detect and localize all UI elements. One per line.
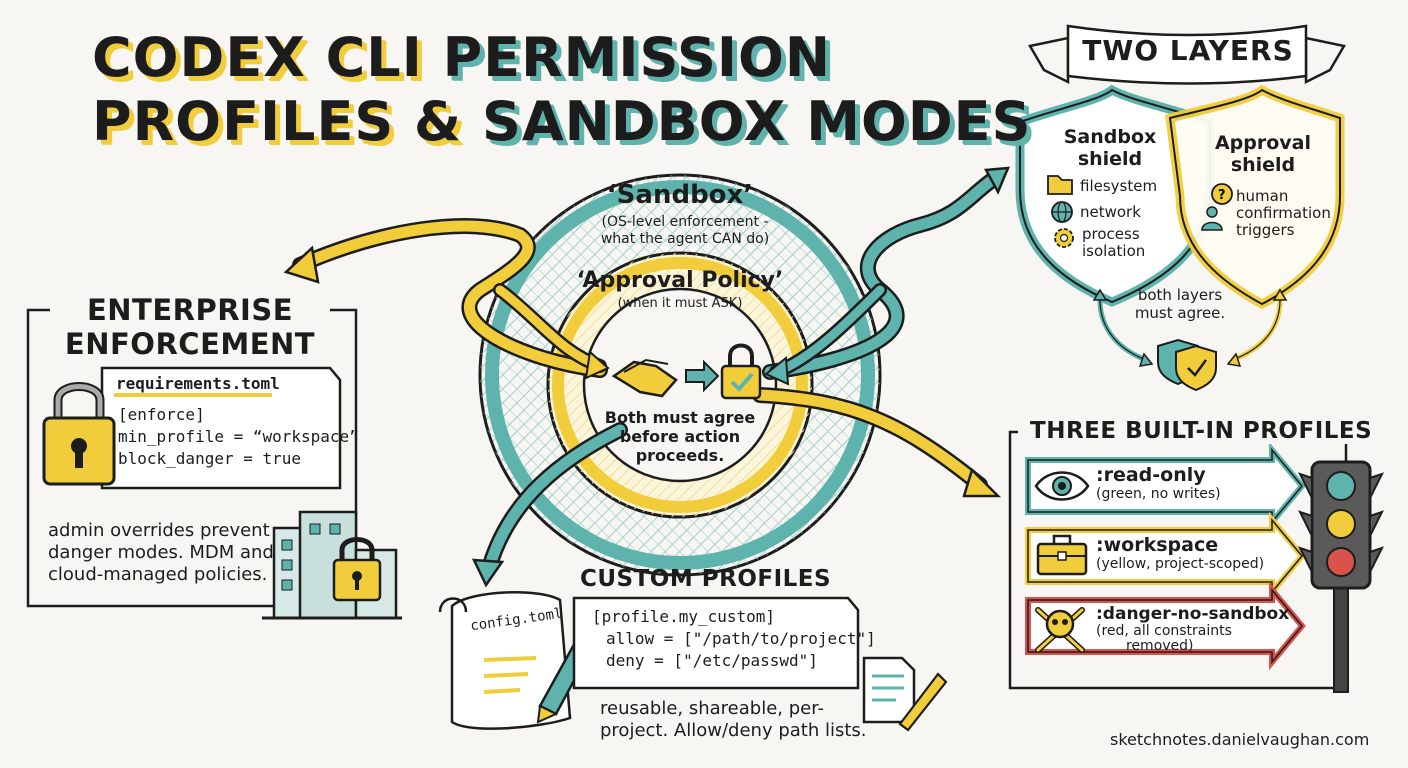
traffic-light-icon — [1298, 460, 1384, 693]
approval-item: confirmation — [1236, 204, 1331, 222]
custom-profiles-title: CUSTOM PROFILES — [580, 566, 832, 592]
enterprise-note: admin overrides prevent danger modes. MD… — [48, 520, 274, 586]
approval-item: triggers — [1236, 221, 1295, 239]
title-part-sandbox-modes: SANDBOX MODES — [481, 90, 1032, 153]
scroll-icon — [438, 591, 572, 730]
sandbox-shield-title: Sandbox shield — [1045, 126, 1175, 170]
arrow-to-enterprise — [283, 218, 608, 378]
profile-danger-text: :danger-no-sandbox (red, all constraints… — [1096, 604, 1289, 654]
globe-icon — [1051, 201, 1073, 223]
person-icon — [1201, 206, 1223, 231]
requirements-filename: requirements.toml — [116, 374, 280, 393]
handshake-icon — [611, 358, 678, 398]
profile-read-only-text: :read-only (green, no writes) — [1096, 464, 1221, 502]
skull-crossbones-icon — [1035, 607, 1085, 653]
agree-line: must agree. — [1134, 304, 1226, 322]
custom-note: reusable, shareable, per- project. Allow… — [600, 698, 867, 742]
svg-text:?: ? — [1218, 188, 1226, 203]
eye-icon — [1034, 471, 1090, 501]
arrow-into-center-left — [493, 283, 610, 380]
title-part-profiles: PROFILES & — [92, 90, 463, 153]
note-line: project. Allow/deny path lists. — [600, 720, 867, 741]
approval-label: ‘Approval Policy’ — [576, 268, 784, 293]
title-part-codex: CODEX CLI — [92, 26, 423, 89]
arrow-to-custom — [471, 422, 628, 588]
question-bubble-icon: ? — [1211, 183, 1233, 205]
approval-ring — [546, 251, 814, 519]
sandbox-item-process-line: isolation — [1082, 242, 1146, 260]
gear-icon — [1054, 228, 1074, 248]
approval-item: human — [1236, 187, 1289, 205]
center-text-line: before action — [619, 427, 741, 446]
code-line: [profile.my_custom] — [592, 607, 776, 626]
code-line: [enforce] — [118, 405, 205, 424]
agree-text: both layers must agree. — [1120, 286, 1240, 322]
sandbox-item-process: process isolation — [1082, 226, 1145, 260]
mini-shields-icon — [1157, 338, 1217, 392]
profile-desc-cont: removed) — [1126, 638, 1194, 654]
sandbox-item-filesystem: filesystem — [1080, 177, 1158, 195]
custom-code-box — [572, 596, 860, 690]
center-text-line: proceeds. — [635, 446, 725, 465]
title-part-permission: PERMISSION — [442, 26, 832, 89]
approval-shield-title: Approval shield — [1198, 132, 1328, 176]
profile-name: :danger-no-sandbox — [1096, 604, 1290, 624]
center-text-line: Both must agree — [604, 408, 756, 427]
note-line: danger modes. MDM and — [48, 542, 274, 563]
profile-danger — [1025, 581, 1306, 671]
shield-title-line: shield — [1230, 154, 1296, 176]
sandbox-label: ‘Sandbox’ — [606, 180, 754, 210]
code-line: allow = ["/path/to/project"] — [606, 629, 876, 648]
sandbox-item-process-line: process — [1082, 225, 1140, 243]
enterprise-title-line: ENFORCEMENT — [64, 327, 316, 361]
profile-read-only — [1025, 441, 1306, 531]
agree-arrows — [1092, 288, 1288, 367]
shield-title-line: Approval — [1214, 132, 1312, 154]
check-lock-icon — [720, 343, 762, 400]
approval-shield — [1165, 84, 1345, 310]
arrow-to-profiles — [752, 387, 1002, 498]
profile-desc: (green, no writes) — [1096, 486, 1221, 502]
toolbox-icon — [1036, 534, 1088, 576]
shield-title-line: Sandbox — [1063, 126, 1157, 148]
approval-items: human confirmation triggers — [1236, 188, 1331, 239]
sandbox-description: (OS-level enforcement - what the agent C… — [600, 214, 770, 247]
folder-icon — [1047, 175, 1073, 195]
enterprise-title: ENTERPRISE ENFORCEMENT — [50, 293, 330, 361]
code-line: block_danger = true — [118, 449, 302, 468]
agree-line: both layers — [1137, 286, 1223, 304]
arrow-into-center-right — [764, 283, 887, 386]
profile-workspace — [1025, 511, 1306, 601]
profiles-title: THREE BUILT-IN PROFILES — [1026, 418, 1377, 444]
lock-icon — [42, 382, 116, 486]
code-line: min_profile = “workspace” — [118, 427, 359, 446]
page-title-line-2: PROFILES & SANDBOX MODES — [92, 92, 1031, 152]
note-line: cloud-managed policies. — [48, 564, 268, 585]
note-line: admin overrides prevent — [48, 520, 270, 541]
requirements-code: [enforce] min_profile = “workspace” bloc… — [118, 404, 359, 470]
profile-workspace-text: :workspace (yellow, project-scoped) — [1096, 534, 1264, 572]
two-layers-banner — [1028, 24, 1346, 85]
center-agree-text: Both must agree before action proceeds. — [600, 408, 760, 465]
footer-credit: sketchnotes.danielvaughan.com — [1110, 730, 1370, 749]
profile-name: :read-only — [1096, 464, 1206, 486]
code-line: deny = ["/etc/passwd"] — [606, 651, 818, 670]
arrow-to-two-layers — [762, 166, 1010, 380]
custom-code: [profile.my_custom] allow = ["/path/to/p… — [592, 606, 876, 672]
note-line: reusable, shareable, per- — [600, 698, 824, 719]
page-title-line-1: CODEX CLI PERMISSION — [92, 28, 831, 88]
right-arrow-icon — [685, 359, 720, 393]
two-layers-banner-text: TWO LAYERS — [1082, 34, 1294, 67]
building-icon — [262, 510, 402, 620]
profile-desc: (red, all constraints — [1096, 623, 1232, 639]
profile-desc: (yellow, project-scoped) — [1096, 556, 1265, 572]
profile-name: :workspace — [1096, 534, 1219, 556]
document-pen-icon — [862, 656, 948, 732]
shield-title-line: shield — [1077, 148, 1143, 170]
sandbox-item-network: network — [1080, 203, 1141, 221]
enterprise-title-line: ENTERPRISE — [86, 293, 294, 327]
approval-description: (when it must ASK) — [617, 296, 743, 311]
